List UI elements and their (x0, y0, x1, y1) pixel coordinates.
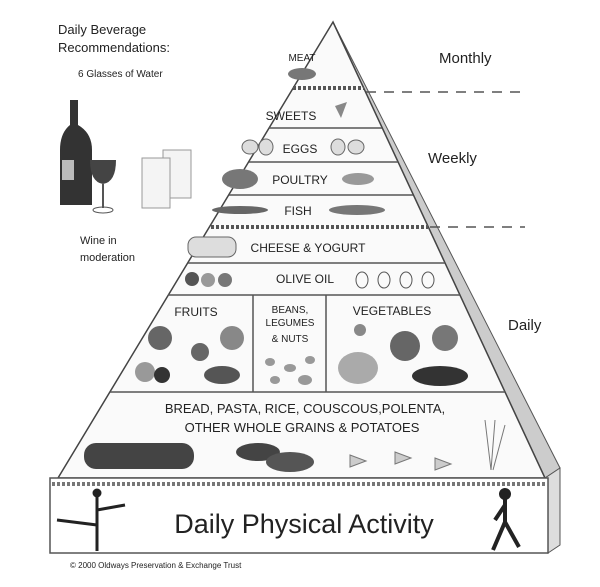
vegetables-icon (338, 324, 468, 386)
water-glasses-icon (141, 149, 192, 209)
meat-icon (288, 68, 316, 80)
monthly-label: Monthly (439, 50, 492, 67)
copyright: © 2000 Oldways Preservation & Exchange T… (70, 561, 242, 570)
activity-label: Daily Physical Activity (174, 509, 434, 539)
tier-beans-2: LEGUMES (266, 318, 315, 329)
wine-label-2: moderation (80, 252, 135, 264)
beverage-title-2: Recommendations: (58, 40, 170, 55)
beans-icon (265, 356, 315, 385)
tier-poultry: POULTRY (272, 173, 328, 187)
eggs-icon (241, 138, 365, 156)
cheese-icon (187, 236, 237, 258)
dancer-icon (56, 488, 126, 551)
fish-icon-2 (329, 205, 385, 215)
daily-label: Daily (508, 317, 542, 334)
wine-glass-icon (90, 160, 116, 214)
tier-beans-3: & NUTS (272, 334, 309, 345)
tier-eggs: EGGS (283, 142, 318, 156)
tier-olive-oil: OLIVE OIL (276, 272, 334, 286)
tier-fruits: FRUITS (174, 305, 217, 319)
water-label: 6 Glasses of Water (78, 69, 163, 80)
tier-beans-1: BEANS, (272, 305, 309, 316)
weekly-label: Weekly (428, 150, 477, 167)
frequency-dashes (366, 91, 525, 228)
tier-fish: FISH (284, 204, 311, 218)
tier-dividers (110, 86, 505, 393)
activity-box (49, 477, 549, 554)
walker-icon (491, 488, 521, 551)
wine-bottle-icon (60, 100, 92, 205)
drumstick-icon (342, 173, 374, 185)
ice-cream-icon (335, 102, 347, 118)
fruits-icon (135, 326, 244, 384)
tier-grains-1: BREAD, PASTA, RICE, COUSCOUS,POLENTA, (165, 401, 445, 416)
tier-cheese-yogurt: CHEESE & YOGURT (251, 241, 367, 255)
tier-grains-2: OTHER WHOLE GRAINS & POTATOES (185, 420, 420, 435)
wine-label-1: Wine in (80, 235, 117, 247)
beverage-title-1: Daily Beverage (58, 22, 146, 37)
oil-drops-icon (355, 271, 435, 289)
tier-vegetables: VEGETABLES (353, 304, 431, 318)
tier-meat: MEAT (288, 53, 315, 64)
grains-icon (84, 419, 506, 472)
olives-icon (185, 272, 232, 287)
fish-icon (212, 206, 268, 214)
poultry-icon (222, 169, 258, 189)
tier-sweets: SWEETS (266, 109, 317, 123)
